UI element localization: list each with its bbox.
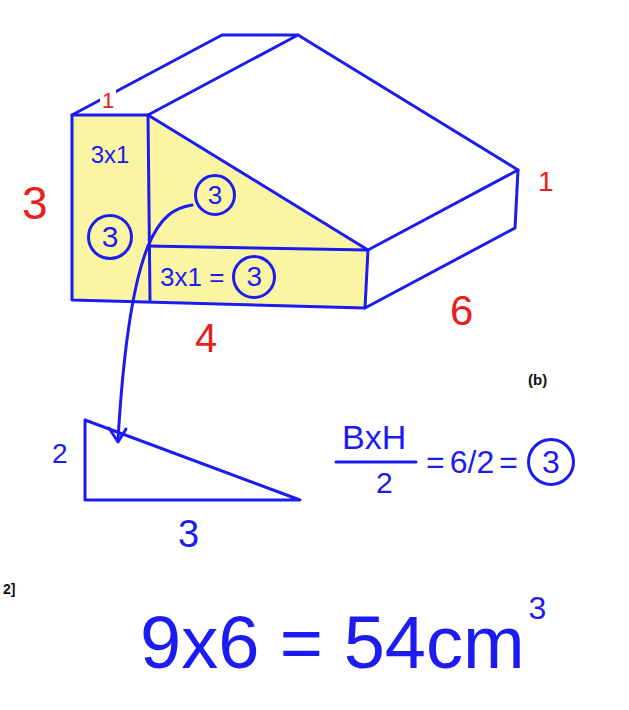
right-face <box>365 170 518 308</box>
top-face <box>72 35 298 115</box>
mark-note: 2] <box>3 582 15 596</box>
divider-line <box>148 115 150 300</box>
dimension: 4 <box>195 318 217 358</box>
dimension: 2 <box>52 440 68 468</box>
circled-value: 3 <box>542 446 560 478</box>
circled-number: 3 <box>194 174 236 216</box>
dimension: 3 <box>178 515 199 553</box>
dimension: 3 <box>22 180 48 226</box>
formula: = <box>499 446 518 478</box>
area-region: 3x1 3 <box>72 115 148 300</box>
formula: BxH <box>342 420 406 454</box>
back-edge <box>298 35 518 170</box>
fraction-bar <box>336 461 416 464</box>
area-text: 3x1 = <box>160 264 224 290</box>
result: 3 <box>529 592 547 624</box>
part-label: (b) <box>528 372 547 387</box>
result: 9x6 = 54cm <box>140 606 525 680</box>
circled-number: 3 <box>87 214 133 260</box>
dimension: 1 <box>538 168 554 196</box>
circled-value: 3 <box>208 182 222 208</box>
circled-value: 3 <box>247 263 263 291</box>
circled-value: 3 <box>102 222 119 252</box>
area-text: 3x1 <box>91 143 130 167</box>
divider-line <box>148 246 368 250</box>
formula: 2 <box>376 468 393 498</box>
circled-number: 3 <box>232 255 276 299</box>
dimension: 1 <box>100 90 116 112</box>
formula: 6/2 <box>450 446 494 478</box>
leader-arrow <box>118 205 192 440</box>
front-face <box>72 115 368 308</box>
formula: = <box>426 446 445 478</box>
arrow-head <box>109 428 126 442</box>
circled-number: 3 <box>527 438 575 486</box>
cross-section-fill <box>72 115 368 308</box>
area-region: 3x1 = 3 <box>150 248 366 306</box>
dimension: 6 <box>450 290 473 332</box>
